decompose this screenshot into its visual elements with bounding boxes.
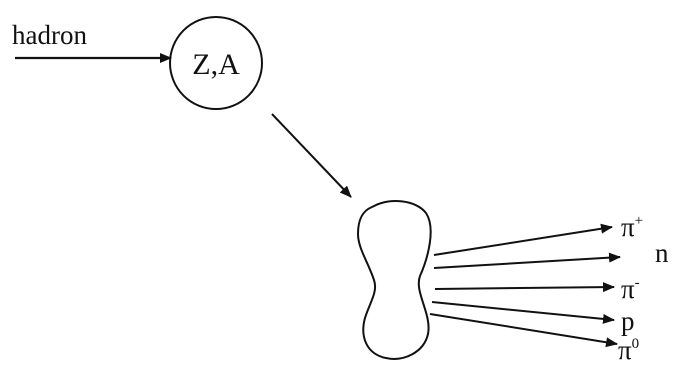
target-nucleus-circle — [169, 16, 263, 110]
reaction-arrow — [271, 113, 352, 198]
product-arrow-p — [431, 301, 615, 324]
product-label-p: p — [621, 306, 635, 336]
product-arrow-pi-zero — [429, 313, 618, 348]
product-label-pi-minus: π- — [621, 274, 640, 304]
product-arrow-pi-plus — [433, 223, 613, 256]
product-arrow-n — [433, 252, 621, 269]
product-label-n: n — [655, 238, 669, 268]
excited-nucleus-blob — [356, 200, 432, 360]
nucleus-label: Z,A — [192, 48, 240, 81]
product-label-pi-plus: π+ — [621, 212, 643, 242]
product-label-pi-zero: π0 — [618, 335, 639, 365]
incoming-hadron-label: hadron — [12, 20, 87, 50]
product-arrow-pi-minus — [434, 282, 615, 293]
